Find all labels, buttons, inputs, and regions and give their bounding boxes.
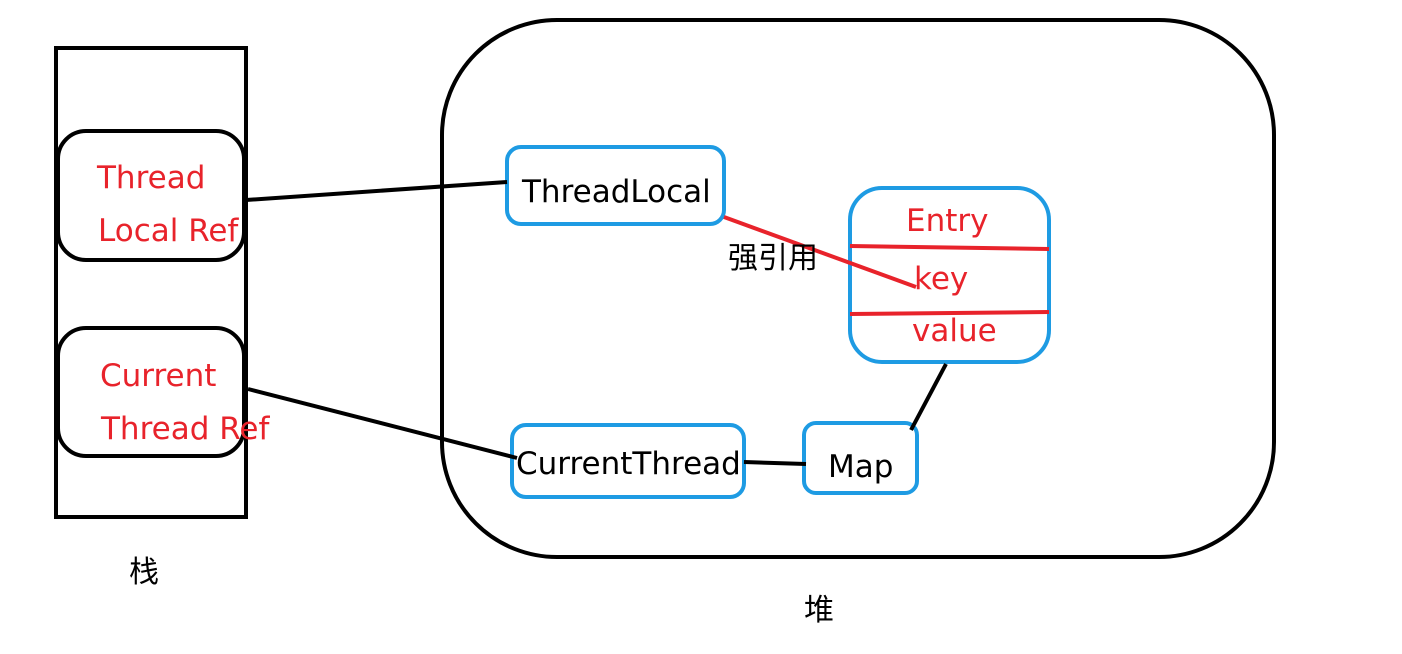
entry-title: Entry: [906, 203, 989, 239]
entry-divider-bottom: [849, 310, 1050, 316]
strong-reference-label: 强引用: [728, 241, 818, 276]
currentthread-label: CurrentThread: [516, 446, 741, 482]
entry-value: value: [912, 313, 997, 349]
threadlocal-label: ThreadLocal: [522, 174, 711, 210]
threadlocal-ref-line2: Local Ref: [98, 213, 239, 249]
stack-slot-currentthread-ref: [56, 326, 246, 458]
currentthread-object: [510, 423, 746, 499]
stack-caption: 栈: [129, 555, 159, 590]
map-label: Map: [828, 449, 894, 485]
stack-slot-threadlocal-ref: [56, 129, 246, 262]
currentthread-ref-line2: Thread Ref: [101, 411, 270, 447]
heap-caption: 堆: [804, 593, 834, 628]
heap-region: [440, 18, 1276, 559]
ref-currentthread-line: [247, 387, 518, 460]
entry-key: key: [914, 261, 969, 297]
threadlocal-ref-line1: Thread: [97, 160, 206, 196]
strong-reference-line: [723, 215, 917, 289]
currentthread-ref-line1: Current: [100, 358, 217, 394]
ref-threadlocal-line: [245, 180, 508, 202]
entry-object: [848, 186, 1051, 364]
threadlocal-object: [505, 145, 726, 226]
map-to-entry-line: [909, 363, 948, 431]
currentthread-to-map-line: [743, 460, 807, 466]
entry-divider-top: [849, 244, 1050, 251]
map-object: [802, 421, 919, 495]
stack-frame: [54, 46, 248, 519]
